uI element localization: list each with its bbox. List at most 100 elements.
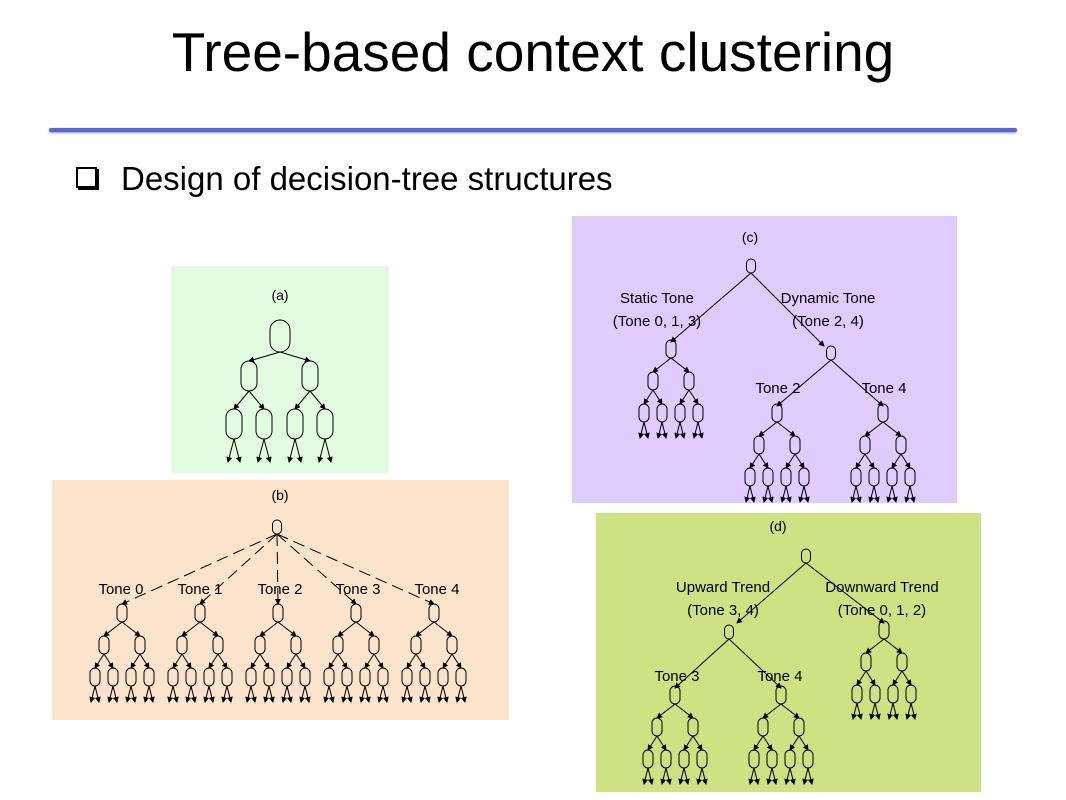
- tree-node: [746, 258, 756, 274]
- tree-edge: [864, 453, 875, 469]
- tree-edge: [909, 485, 916, 503]
- label-tone-3: Tone 3: [654, 668, 699, 685]
- tree-edge: [346, 685, 353, 703]
- tree-edge: [660, 767, 667, 785]
- tree-node: [176, 635, 188, 655]
- tree-edge: [415, 653, 426, 669]
- tree-edge: [419, 685, 426, 703]
- tree-edge: [670, 272, 752, 343]
- tree-edge: [789, 767, 796, 785]
- tree-node: [674, 403, 686, 423]
- tree-node: [696, 749, 708, 769]
- label-tone-4: Tone 4: [861, 380, 906, 397]
- tree-edge: [337, 653, 348, 669]
- tree-edge: [692, 735, 703, 751]
- tree-edge: [121, 621, 141, 637]
- tree-edge: [785, 453, 796, 469]
- tree-node: [446, 635, 458, 655]
- tree-edge: [286, 685, 293, 703]
- tree-edge: [830, 359, 884, 407]
- label-static-tone: Static Tone: [620, 290, 694, 307]
- tree-edge: [891, 485, 898, 503]
- tree-edge: [670, 357, 690, 373]
- tree-node: [368, 635, 380, 655]
- tree-edge: [784, 767, 791, 785]
- tree-edge: [749, 485, 756, 503]
- tree-edge: [758, 453, 769, 469]
- tree-edge: [433, 621, 453, 637]
- tree-edge: [789, 735, 800, 751]
- tree-edge: [674, 638, 730, 689]
- tree-edge: [904, 485, 911, 503]
- label-tone-0: Tone 0: [98, 581, 143, 598]
- tree-edge: [887, 702, 894, 720]
- tree-edge: [656, 421, 663, 439]
- tree-edge: [803, 485, 810, 503]
- diagram-panel-d: (d) Upward Trend (Tone 3, 4) Downward Tr…: [596, 513, 981, 792]
- tree-node: [887, 684, 899, 704]
- tree-edge: [172, 685, 179, 703]
- tree-node: [316, 408, 334, 440]
- tree-edge: [642, 767, 649, 785]
- tree-edge: [89, 685, 96, 703]
- tree-edge: [674, 421, 681, 439]
- tree-node: [651, 717, 663, 737]
- tree-edge: [250, 685, 257, 703]
- tree-node: [225, 408, 243, 440]
- tree-edge: [263, 685, 270, 703]
- tree-edge: [299, 685, 306, 703]
- tree-edge: [656, 735, 667, 751]
- tree-node: [877, 403, 889, 423]
- caption-d: (d): [769, 518, 786, 534]
- label-tone-3: Tone 3: [335, 581, 380, 598]
- tree-edge: [696, 767, 703, 785]
- tree-edge: [324, 438, 333, 463]
- tree-edge: [233, 390, 250, 410]
- tree-edge: [758, 421, 778, 437]
- tree-node: [656, 403, 668, 423]
- tree-edge: [688, 389, 699, 405]
- tree-node: [801, 548, 811, 564]
- tree-c: [638, 258, 916, 503]
- tree-edge: [401, 685, 408, 703]
- tree-diagram-c: (c) Static Tone (Tone 0, 1, 3) Dynamic T…: [613, 229, 916, 503]
- diagram-panel-c: (c) Static Tone (Tone 0, 1, 3) Dynamic T…: [572, 216, 957, 503]
- tree-edge: [647, 767, 654, 785]
- tree-edge: [143, 685, 150, 703]
- tree-node: [263, 667, 275, 687]
- tree-edge: [805, 562, 885, 624]
- tree-node: [332, 635, 344, 655]
- tree-edge: [851, 702, 858, 720]
- label-downward-trend: Downward Trend: [825, 579, 938, 596]
- tree-node: [203, 667, 215, 687]
- tree-edge: [437, 685, 444, 703]
- tree-node: [660, 749, 672, 769]
- tree-edge: [217, 653, 228, 669]
- tree-node: [455, 667, 467, 687]
- diagram-panel-a: (a): [171, 266, 389, 473]
- tree-edge: [802, 767, 809, 785]
- label-tone-4: Tone 4: [414, 581, 459, 598]
- tree-edge: [259, 621, 279, 637]
- tree-edge: [341, 685, 348, 703]
- tree-edge: [780, 485, 787, 503]
- tree-edge: [208, 685, 215, 703]
- tree-node: [290, 635, 302, 655]
- tree-diagram-a: (a): [225, 287, 334, 463]
- tree-edge: [268, 685, 275, 703]
- tree-edge: [892, 670, 903, 686]
- tree-node: [724, 624, 734, 640]
- tree-node: [89, 667, 101, 687]
- tree-node: [895, 435, 907, 455]
- tree-edge: [226, 685, 233, 703]
- tree-edge: [886, 485, 893, 503]
- tree-edge: [683, 735, 694, 751]
- tree-node: [98, 635, 110, 655]
- tree-node: [286, 408, 304, 440]
- tree-edge: [323, 685, 330, 703]
- tree-edge: [94, 685, 101, 703]
- tree-node: [789, 435, 801, 455]
- tree-node: [185, 667, 197, 687]
- tree-edge: [798, 485, 805, 503]
- tree-edge: [103, 653, 114, 669]
